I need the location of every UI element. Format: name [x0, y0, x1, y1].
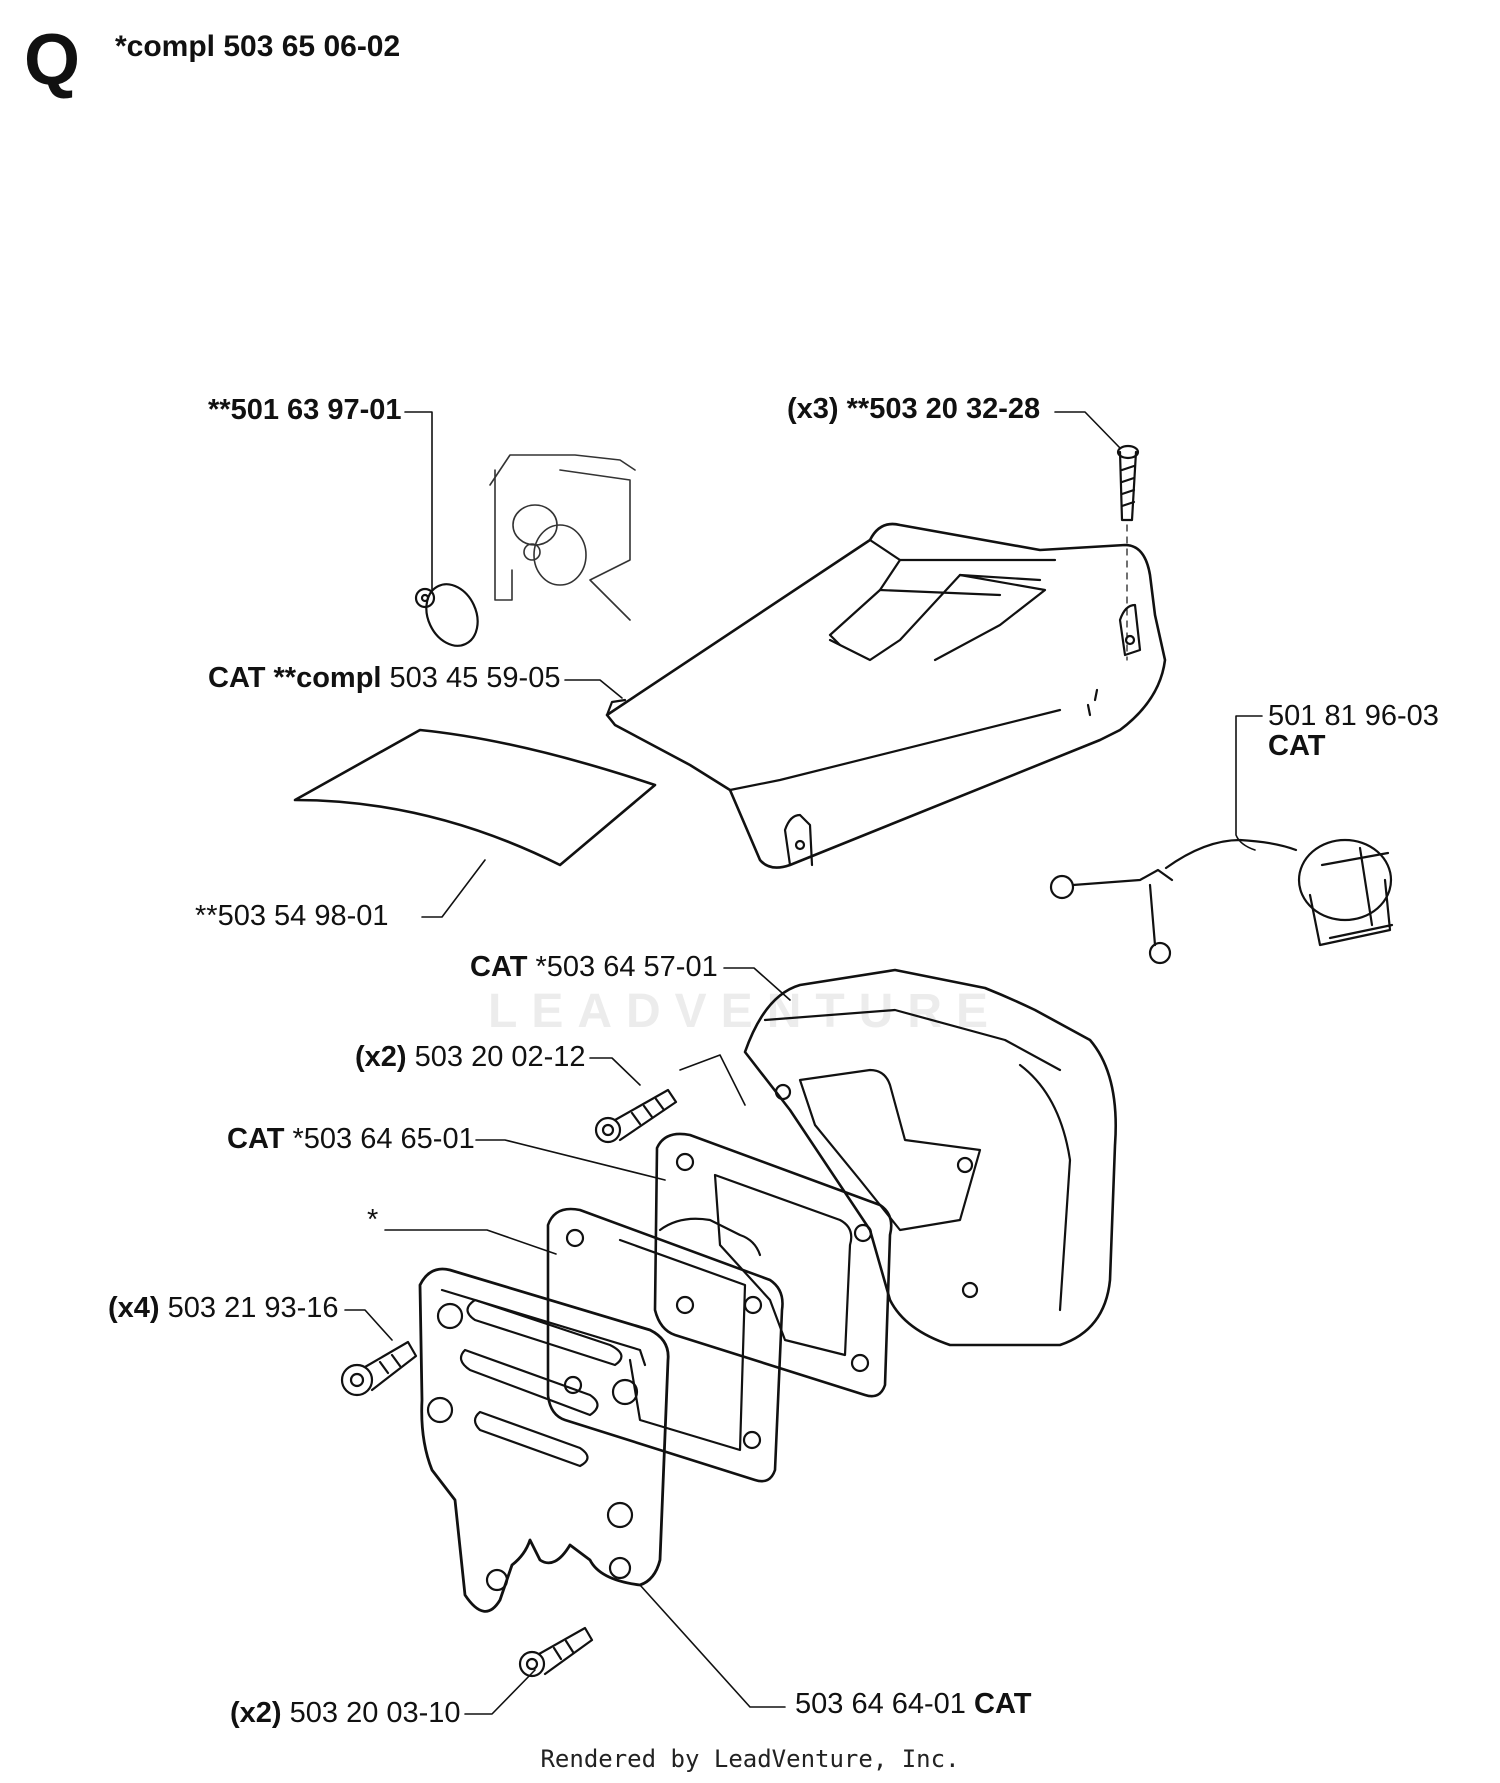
label-plug: **501 63 97-01 [208, 394, 402, 426]
label-top-cover: CAT **compl 503 45 59-05 [208, 662, 561, 694]
leader-screw-x3 [1054, 411, 1121, 449]
screw-x2-upper-part [594, 1088, 678, 1144]
leader-gasket [475, 1139, 666, 1181]
screw-x2-lower-part [518, 1626, 594, 1678]
label-muffler: CAT *503 64 57-01 [470, 951, 718, 983]
label-fuel-cap-number: 501 81 96-03 [1268, 700, 1439, 732]
label-flange-plate: * [367, 1204, 379, 1236]
leader-screw-x4 [344, 1309, 393, 1341]
leader-sheet [421, 859, 486, 918]
section-letter: Q [24, 20, 81, 100]
leader-cover [564, 679, 623, 699]
leader-lines [344, 411, 1263, 1715]
front-plate-part [418, 1267, 670, 1613]
leader-star [384, 1229, 557, 1255]
screw-x4-part [340, 1340, 418, 1397]
plug-part [414, 583, 479, 647]
leader-plug [404, 411, 433, 591]
leader-muffler [723, 967, 791, 1001]
label-screw-x2-upper: (x2) 503 20 02-12 [355, 1041, 586, 1073]
leader-cap [1235, 715, 1263, 851]
label-front-plate: 503 64 64-01 CAT [795, 1688, 1032, 1720]
footer-credit: Rendered by LeadVenture, Inc. [540, 1745, 960, 1773]
label-gasket: CAT *503 64 65-01 [227, 1123, 475, 1155]
label-sheet: **503 54 98-01 [195, 900, 389, 932]
watermark: LEADVENTURE [488, 985, 1003, 1038]
engine-fragment [489, 454, 636, 621]
leader-plate [639, 1584, 786, 1708]
top-cover-part [605, 522, 1167, 869]
fuel-cap-part [1049, 838, 1394, 965]
kit-part-number: *compl 503 65 06-02 [115, 30, 401, 63]
label-screw-x4: (x4) 503 21 93-16 [108, 1292, 339, 1324]
label-screw-x2-lower: (x2) 503 20 03-10 [230, 1697, 461, 1729]
flange-plate-part [546, 1207, 784, 1483]
sheet-part [293, 728, 657, 867]
leader-screw-x2a [589, 1054, 746, 1106]
muffler-part [743, 968, 1117, 1347]
label-screw-x3: (x3) **503 20 32-28 [787, 393, 1041, 425]
leader-screw-x2b [464, 1669, 536, 1715]
label-fuel-cap-cat: CAT [1268, 730, 1326, 762]
